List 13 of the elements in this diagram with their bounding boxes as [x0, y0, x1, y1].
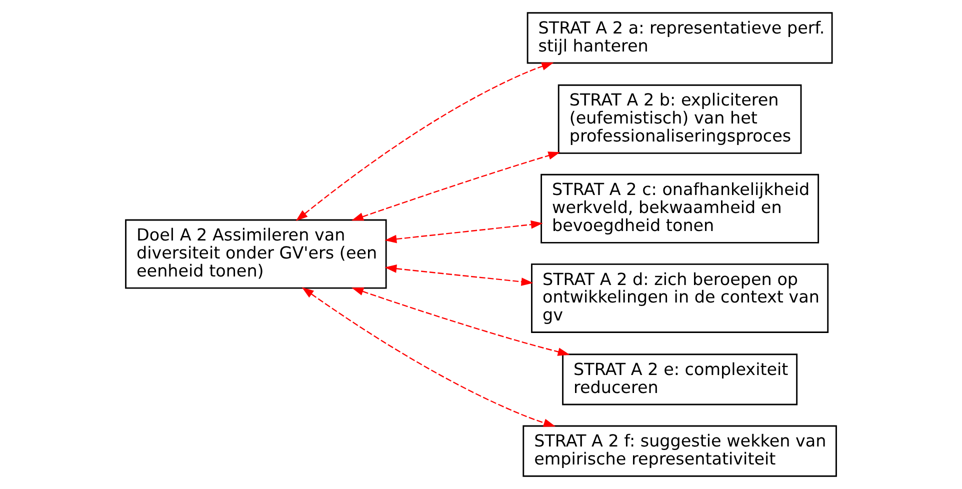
node-box: STRAT A 2 d: zich beroepen op ontwikkelingen in de context van gv	[531, 263, 829, 333]
node-box: STRAT A 2 e: complexiteit reduceren	[562, 354, 798, 406]
arrow	[384, 220, 543, 244]
arrow	[302, 287, 556, 427]
node-box: Doel A 2 Assimileren van diversiteit onder GV'ers (een eenheid tonen)	[125, 219, 387, 289]
node-box: STRAT A 2 a: representatieve perf. stijl hanteren	[526, 12, 833, 64]
arrow	[296, 62, 554, 222]
arrow	[352, 288, 570, 356]
node-box: STRAT A 2 c: onafhankelijkheid werkveld, bekwaamheid en bevoegdheid tonen	[540, 174, 820, 244]
arrow	[351, 152, 560, 221]
arrow	[384, 264, 534, 286]
node-box: STRAT A 2 b: expliciteren (eufemistisch) van het professionaliseringsproces	[558, 84, 802, 154]
node-box: STRAT A 2 f: suggestie wekken van empirische representativiteit	[522, 425, 837, 477]
